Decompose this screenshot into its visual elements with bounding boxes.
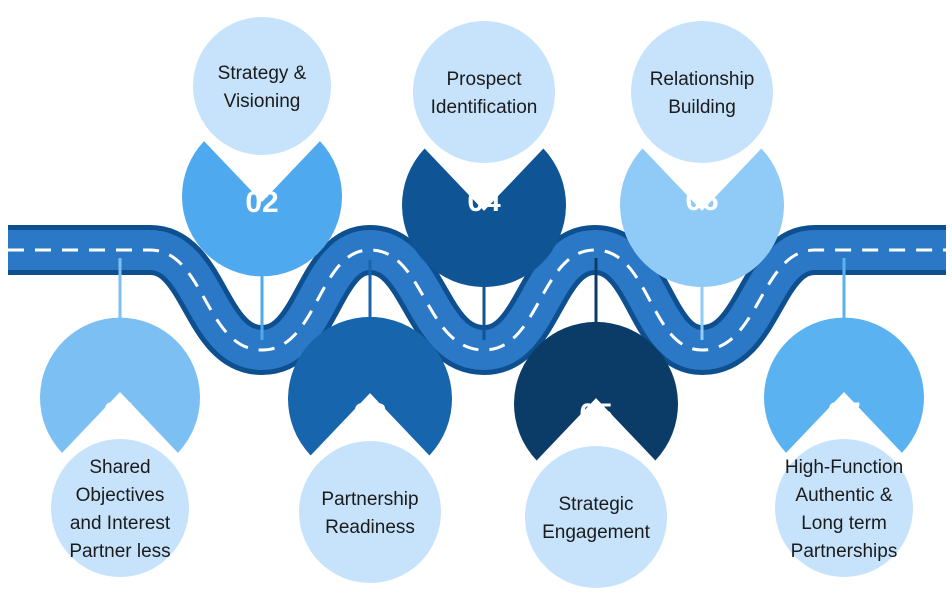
pin-inner-circle xyxy=(193,17,331,155)
pin-body xyxy=(619,148,784,288)
step-label-line: Visioning xyxy=(224,91,301,112)
pin-body xyxy=(402,148,566,288)
step-label-line: Partnership xyxy=(321,489,418,510)
step-label-line: Building xyxy=(668,97,736,118)
step-label-line: and Interest xyxy=(70,513,171,534)
milestone-pin: 02 Strategy & Visioning xyxy=(182,17,342,340)
pin-inner-circle xyxy=(413,21,555,163)
step-number: 03 xyxy=(353,398,386,431)
step-number: 07 xyxy=(827,397,860,430)
step-label-line: Shared xyxy=(89,457,150,478)
winding-road xyxy=(8,225,946,375)
step-label-line: Engagement xyxy=(542,522,650,543)
pin-body xyxy=(288,316,452,456)
step-number: 06 xyxy=(685,184,718,217)
step-number: 05 xyxy=(579,398,612,431)
step-label-line: Objectives xyxy=(76,485,165,506)
pin-inner-circle xyxy=(525,446,667,588)
pin-body xyxy=(763,317,924,453)
pin-body xyxy=(514,321,678,461)
step-label-line: Strategic xyxy=(559,494,634,515)
step-label-line: Partnerships xyxy=(791,541,898,562)
step-number: 01 xyxy=(103,397,136,430)
step-label-line: Identification xyxy=(431,97,538,118)
pin-inner-circle xyxy=(631,21,773,163)
step-number: 02 xyxy=(245,186,278,219)
step-label-line: Authentic & xyxy=(795,485,892,506)
pin-inner-circle xyxy=(51,439,189,577)
step-label-line: Relationship xyxy=(650,69,755,90)
pin-body xyxy=(182,141,342,277)
road-lane-markings xyxy=(8,248,946,352)
step-label-line: Long term xyxy=(801,513,887,534)
step-label-line: Strategy & xyxy=(218,63,307,84)
pin-body xyxy=(40,317,201,453)
step-label-line: Prospect xyxy=(447,69,523,90)
step-number: 04 xyxy=(467,185,501,218)
step-label-line: Readiness xyxy=(325,517,415,538)
step-label-line: High-Function xyxy=(785,457,903,478)
step-label-line: Partner less xyxy=(69,541,170,562)
pin-inner-circle xyxy=(775,439,913,577)
pin-inner-circle xyxy=(299,441,441,583)
